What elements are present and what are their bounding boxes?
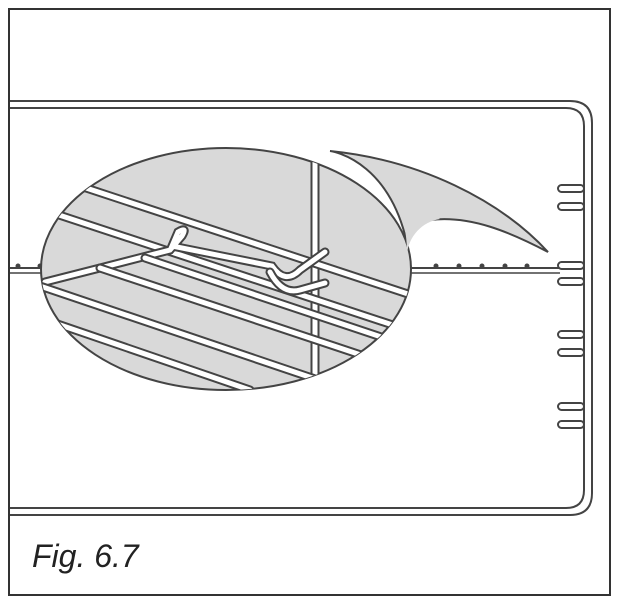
oven-cavity [10, 100, 593, 516]
shelf-supports [557, 184, 585, 429]
figure-caption: Fig. 6.7 [32, 538, 139, 574]
magnified-rack [41, 148, 411, 390]
